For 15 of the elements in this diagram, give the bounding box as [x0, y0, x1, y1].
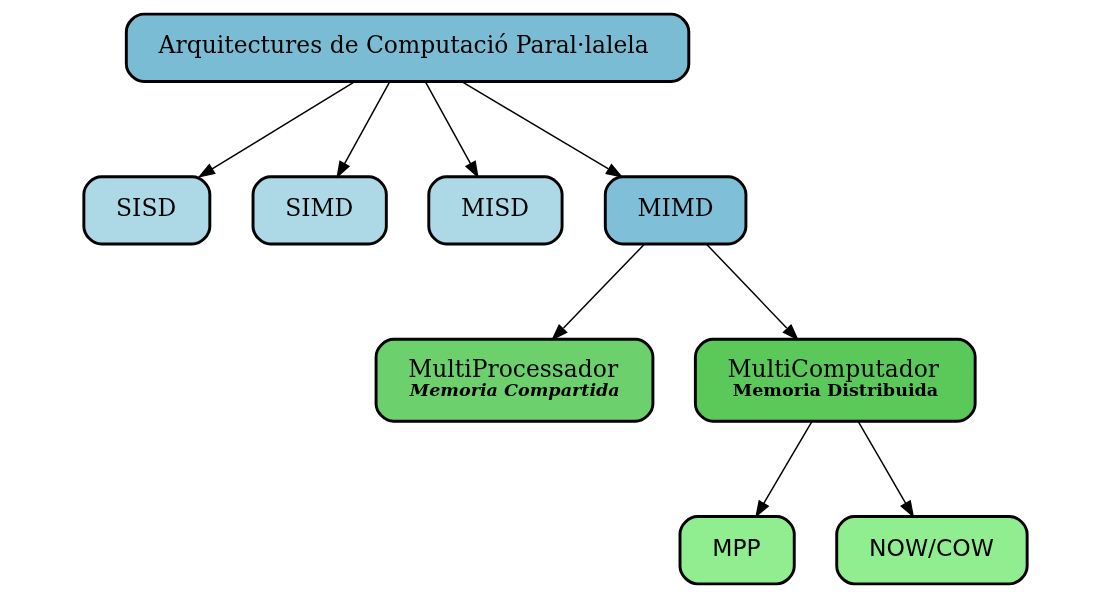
node-box: SIMD [251, 175, 388, 246]
arrow [460, 80, 623, 178]
arrow [197, 80, 356, 178]
arrow [335, 80, 390, 179]
node-box: MISD [426, 175, 564, 246]
node-box: SISD [81, 175, 211, 246]
arrow [424, 80, 479, 179]
node-box: MultiComputador Memoria Distribuida [693, 337, 977, 423]
node-box: NOW/COW [834, 515, 1029, 586]
arrow [705, 243, 799, 341]
node-box: Arquitectures de Computació Paral·lalela [124, 12, 690, 83]
arrow [550, 243, 645, 341]
node-box: MPP [678, 515, 796, 586]
node-box: MIMD [603, 175, 747, 246]
node-box: MultiProcessador Memoria Compartida [374, 337, 654, 423]
